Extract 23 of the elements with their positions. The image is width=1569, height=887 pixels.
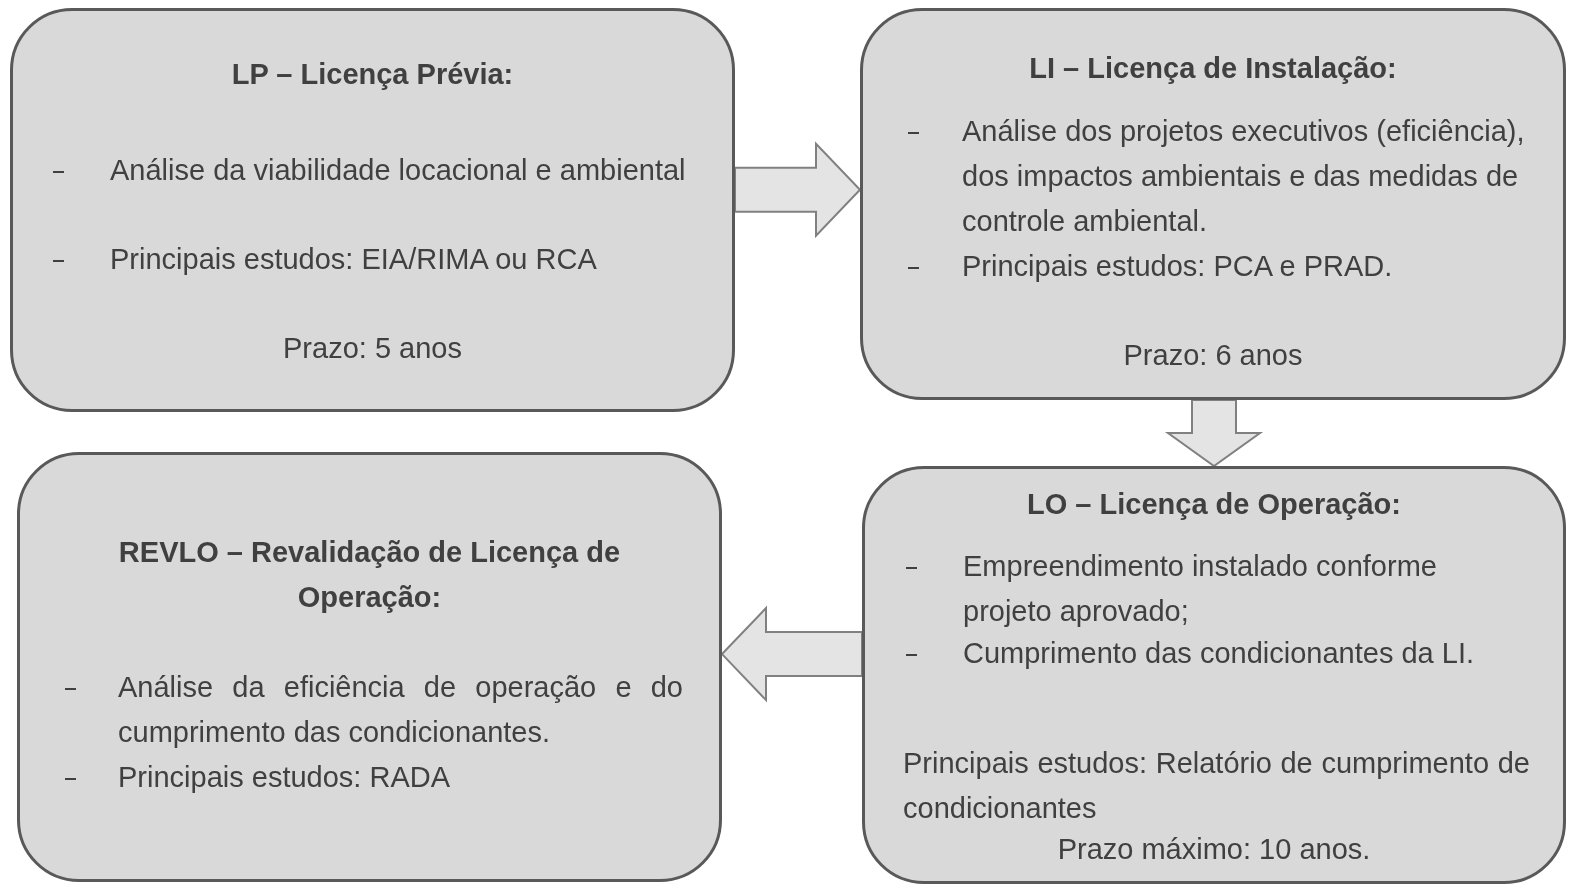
rounded-box [860, 8, 1566, 400]
bullet-text: Análise dos projetos executivos (eficiência), dos impactos ambientais e das medidas de controle ambiental. [962, 114, 1526, 239]
rounded-box [10, 8, 735, 412]
bullet-text: Empreendimento instalado conforme projeto aprovado; [963, 549, 1438, 629]
heading-text: LO – Licença de Operação: [1026, 487, 1402, 522]
bullet-text: Análise da viabilidade locacional e ambiental [110, 153, 687, 188]
block-arrow [1164, 399, 1264, 468]
block-arrow [720, 605, 863, 703]
bullet-text: Principais estudos: EIA/RIMA ou RCA [110, 242, 598, 277]
bullet-text: Principais estudos: RADA [118, 760, 452, 795]
heading-text: LI – Licença de Instalação: [1028, 51, 1398, 86]
note-text: Prazo: 5 anos [282, 331, 463, 366]
note-text: Principais estudos: Relatório de cumprimento de condicionantes [903, 746, 1530, 826]
note-text: Prazo máximo: 10 anos. [1056, 832, 1372, 867]
note-text: Prazo: 6 anos [1122, 338, 1304, 373]
bullet-text: Cumprimento das condicionantes da LI. [963, 636, 1475, 671]
heading-text: LP – Licença Prévia: [230, 57, 515, 92]
block-arrow [734, 141, 862, 239]
bullet-text: Principais estudos: PCA e PRAD. [962, 249, 1394, 284]
bullet-text: Análise da eficiência de operação e do cumprimento das condicionantes. [118, 670, 683, 750]
heading-text: REVLO – Revalidação de Licença de Operação: [117, 535, 622, 615]
rounded-box [862, 466, 1566, 884]
rounded-box [17, 452, 722, 882]
